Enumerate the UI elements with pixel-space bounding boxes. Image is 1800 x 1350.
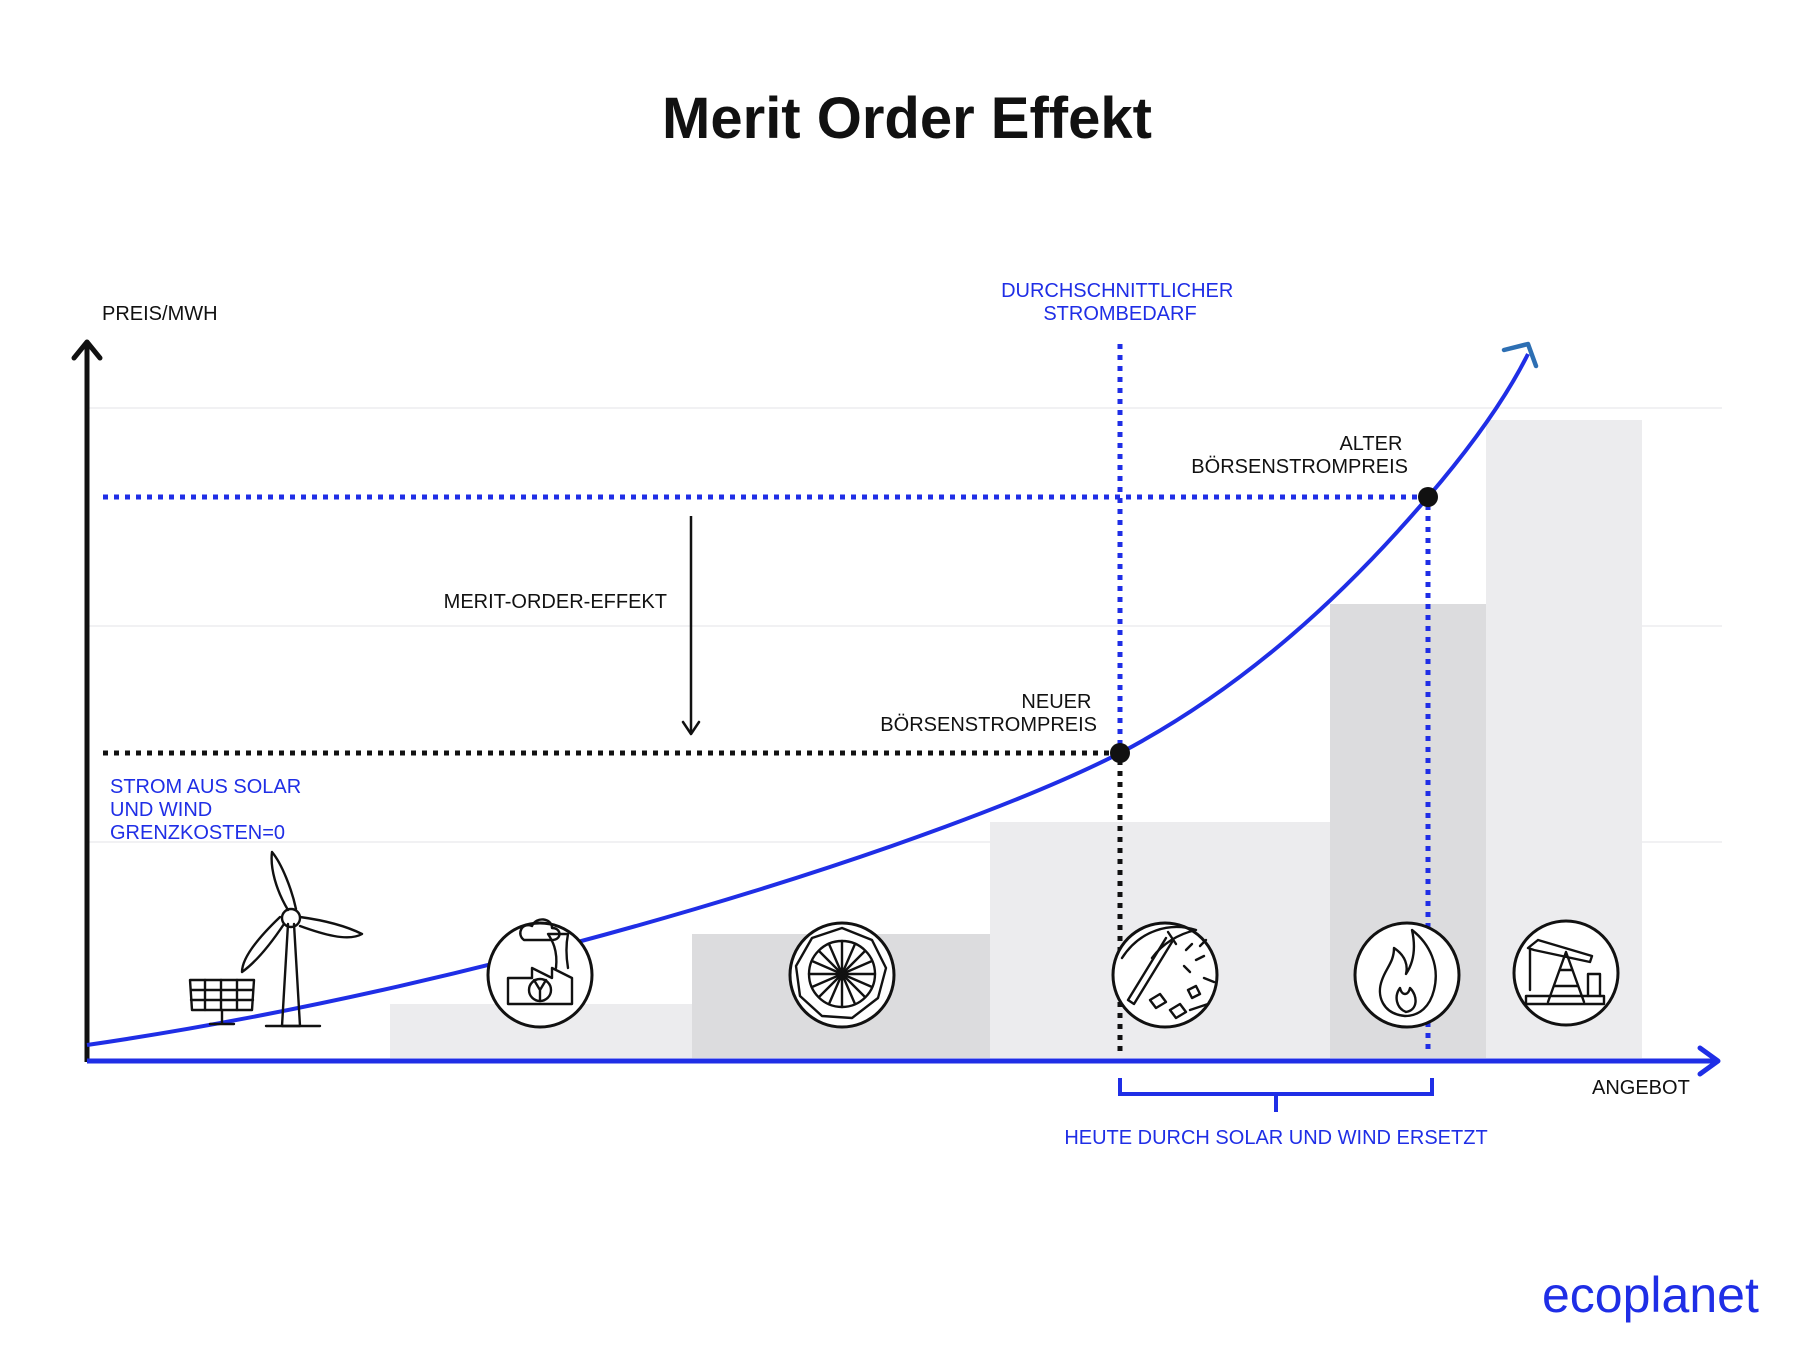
supply-curve-arrowhead	[1501, 341, 1539, 369]
x-axis	[87, 1045, 1721, 1077]
y-axis	[71, 339, 103, 1062]
new-price-label: NEUER BÖRSENSTROMPREIS	[880, 691, 1097, 736]
lignite-wheel-icon	[788, 921, 896, 1029]
oil-pump-icon	[1512, 919, 1620, 1027]
new-price-point	[1110, 743, 1130, 763]
nuclear-plant-icon	[486, 918, 594, 1029]
x-axis-label: ANGEBOT	[1592, 1077, 1690, 1099]
brand-logo: ecoplanet	[1542, 1267, 1759, 1323]
y-axis-label: PREIS/MWH	[102, 303, 218, 325]
wind-solar-icon	[188, 850, 364, 1028]
replaced-label: HEUTE DURCH SOLAR UND WIND ERSETZT	[1064, 1127, 1487, 1149]
gas-flame-icon	[1353, 921, 1461, 1029]
replaced-bracket	[1118, 1078, 1434, 1112]
old-price-point	[1418, 487, 1438, 507]
renewables-label: STROM AUS SOLAR UND WIND GRENZKOSTEN=0	[110, 776, 307, 844]
page-title: Merit Order Effekt	[662, 86, 1152, 151]
demand-label: DURCHSCHNITTLICHER STROMBEDARF	[1001, 280, 1239, 325]
coal-pickaxe-icon	[1111, 921, 1219, 1029]
old-price-label: ALTER BÖRSENSTROMPREIS	[1191, 433, 1408, 478]
merit-order-effect-label: MERIT-ORDER-EFFEKT	[444, 591, 667, 613]
merit-order-effect-arrow	[681, 516, 701, 736]
